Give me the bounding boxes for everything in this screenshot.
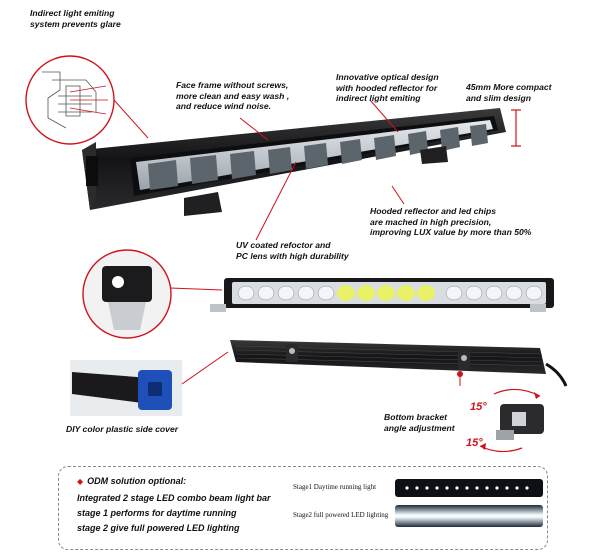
side-cover-photo — [70, 360, 182, 416]
diy-side-cover-caption: DIY color plastic side cover — [66, 424, 179, 434]
bracket-angle-diagram — [457, 371, 544, 453]
hero-light-bar — [82, 108, 506, 216]
stage1-label: Stage1 Daytime running light — [293, 483, 377, 491]
odm-title-text: ODM solution optional: — [87, 476, 187, 486]
stage2-bar-image — [395, 505, 543, 527]
front-light-bar — [210, 278, 554, 312]
stage1-leds — [405, 486, 529, 490]
face-frame-caption: Face frame without screws, more clean an… — [176, 80, 290, 111]
stage2-label: Stage2 full powered LED lighting — [293, 511, 389, 519]
hooded-reflector-caption: Hooded reflector and led chips are mache… — [370, 206, 532, 237]
odm-solution-box: ◆ODM solution optional: Integrated 2 sta… — [58, 466, 548, 550]
diamond-icon: ◆ — [77, 477, 84, 486]
callout-lines — [239, 99, 405, 241]
callout-line — [169, 287, 223, 291]
odm-line-1: Integrated 2 stage LED combo beam light … — [77, 493, 271, 503]
angle-label-bottom: 15° — [466, 437, 483, 449]
odm-line-2: stage 1 performs for daytime running — [77, 508, 237, 518]
bracket-detail-circle — [82, 249, 172, 339]
angle-label-top: 15° — [470, 401, 487, 413]
indirect-light-caption: Indirect light emiting system prevents g… — [30, 8, 121, 29]
bracket-adjustment-caption: Bottom bracket angle adjustment — [384, 412, 455, 433]
stage1-bar-image — [395, 479, 543, 497]
back-light-bar — [230, 340, 568, 387]
height-dimension — [511, 109, 521, 147]
odm-title: ◆ODM solution optional: — [77, 476, 186, 486]
compact-design-caption: 45mm More compact and slim design — [466, 82, 552, 103]
optics-detail-circle — [25, 55, 115, 145]
odm-line-3: stage 2 give full powered LED lighting — [77, 523, 240, 533]
callout-line — [113, 99, 149, 139]
callout-line — [181, 351, 229, 385]
uv-lens-caption: UV coated refoctor and PC lens with high… — [236, 240, 349, 261]
optical-design-caption: Innovative optical design with hooded re… — [336, 72, 439, 103]
